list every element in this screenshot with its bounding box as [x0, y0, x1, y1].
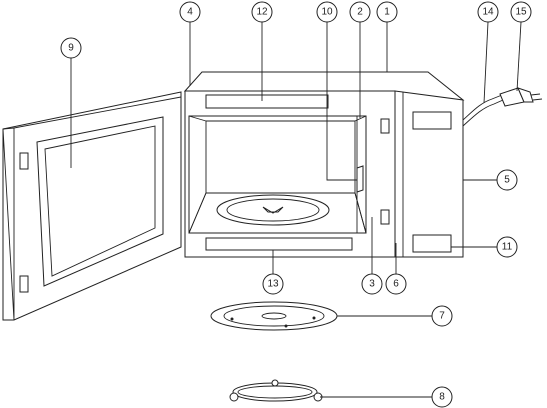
callout-2-label: 2 — [357, 7, 363, 18]
leader-lines — [70, 21, 522, 398]
callout-10-label: 10 — [321, 7, 333, 18]
callout-7: 7 — [431, 305, 453, 327]
callout-15-label: 15 — [515, 7, 527, 18]
door-latch-top — [380, 118, 390, 134]
waveguide-cover — [356, 165, 364, 193]
callout-13-label: 13 — [267, 279, 279, 290]
glass-tray — [210, 301, 338, 331]
callout-1-label: 1 — [384, 7, 390, 18]
callout-11-label: 11 — [502, 242, 513, 253]
display-window — [412, 111, 452, 130]
power-cord — [462, 94, 504, 127]
callout-7-label: 7 — [439, 311, 445, 322]
callout-6: 6 — [385, 273, 407, 295]
callout-5-label: 5 — [504, 175, 510, 186]
callout-3-label: 3 — [369, 279, 375, 290]
callout-9-label: 9 — [68, 43, 74, 54]
callout-3: 3 — [361, 273, 383, 295]
callout-8-label: 8 — [439, 392, 445, 403]
callout-1: 1 — [376, 1, 398, 23]
door-release-button[interactable] — [412, 234, 452, 253]
callout-14: 14 — [477, 1, 499, 23]
callout-5: 5 — [496, 169, 518, 191]
door-hook-bottom — [19, 275, 29, 293]
callout-13: 13 — [262, 273, 284, 295]
callout-11: 11 — [496, 236, 518, 258]
door-window — [44, 125, 156, 277]
oven-door[interactable] — [2, 91, 182, 321]
callout-14-label: 14 — [482, 7, 494, 18]
callout-10: 10 — [316, 1, 338, 23]
callout-2: 2 — [349, 1, 371, 23]
power-plug — [499, 87, 543, 107]
callout-4-label: 4 — [187, 7, 193, 18]
callout-9: 9 — [60, 37, 82, 59]
door-hook-top — [19, 152, 29, 170]
bottom-vent — [205, 237, 353, 251]
callout-12-label: 12 — [256, 7, 268, 18]
callout-6-label: 6 — [393, 279, 399, 290]
callout-15: 15 — [510, 1, 532, 23]
callout-4: 4 — [179, 1, 201, 23]
glass-tray-installed — [216, 194, 330, 226]
callout-12: 12 — [251, 1, 273, 23]
top-vent — [205, 94, 329, 109]
control-panel — [394, 90, 464, 258]
roller-ring — [229, 379, 323, 402]
door-latch-bottom — [380, 209, 390, 225]
callout-8: 8 — [431, 386, 453, 408]
